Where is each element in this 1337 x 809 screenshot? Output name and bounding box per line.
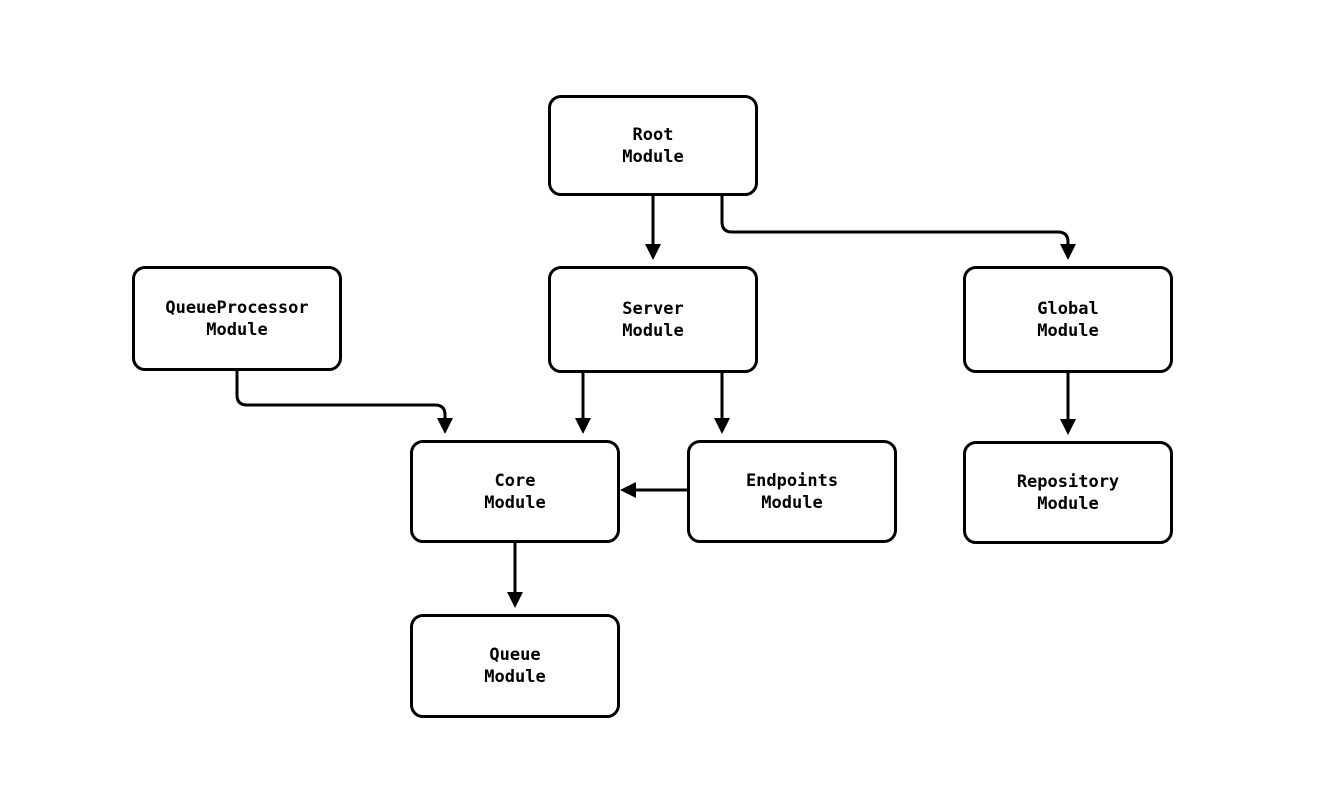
node-label-server-line1: Server xyxy=(622,298,684,319)
edge-arrowhead-queueprocessor-to-core xyxy=(437,418,453,434)
node-label-endpoints-line1: Endpoints xyxy=(745,470,839,491)
node-label-repository-line2: Module xyxy=(1037,493,1099,514)
edge-root-to-global xyxy=(720,196,1076,260)
node-label-server-line2: Module xyxy=(622,320,684,341)
node-label-queueprocessor-line2: Module xyxy=(206,319,268,340)
node-label-endpoints-line2: Module xyxy=(761,492,823,513)
edge-line-queueprocessor-to-core xyxy=(235,371,447,418)
edge-arrowhead-endpoints-to-core xyxy=(620,482,636,498)
node-label-core-line2: Module xyxy=(484,492,546,513)
node-label-queue-line1: Queue xyxy=(489,645,541,665)
edge-arrowhead-core-to-queue xyxy=(507,592,523,608)
edge-queueprocessor-to-core xyxy=(235,371,453,434)
edge-arrowhead-root-to-global xyxy=(1060,244,1076,260)
edge-arrowhead-root-to-server xyxy=(645,244,661,260)
edge-server-to-core xyxy=(575,373,591,434)
node-label-root-line2: Module xyxy=(622,146,684,167)
edge-endpoints-to-core xyxy=(620,482,687,498)
node-label-core-line1: Core xyxy=(494,470,536,491)
node-label-global-line1: Global xyxy=(1037,298,1099,319)
node-label-queue-line2: Module xyxy=(484,667,546,687)
edge-global-to-repository xyxy=(1060,373,1076,435)
node-label-root-line1: Root xyxy=(632,124,674,145)
node-label-global-line2: Module xyxy=(1037,320,1099,341)
edge-core-to-queue xyxy=(507,543,523,608)
edge-arrowhead-server-to-core xyxy=(575,418,591,434)
node-label-queueprocessor-line1: QueueProcessor xyxy=(165,297,309,318)
edge-server-to-endpoints xyxy=(714,373,730,434)
node-label-repository-line1: Repository xyxy=(1016,471,1120,492)
edge-arrowhead-global-to-repository xyxy=(1060,419,1076,435)
edge-root-to-server xyxy=(645,196,661,260)
edge-arrowhead-server-to-endpoints xyxy=(714,418,730,434)
edge-line-root-to-global xyxy=(720,196,1070,244)
